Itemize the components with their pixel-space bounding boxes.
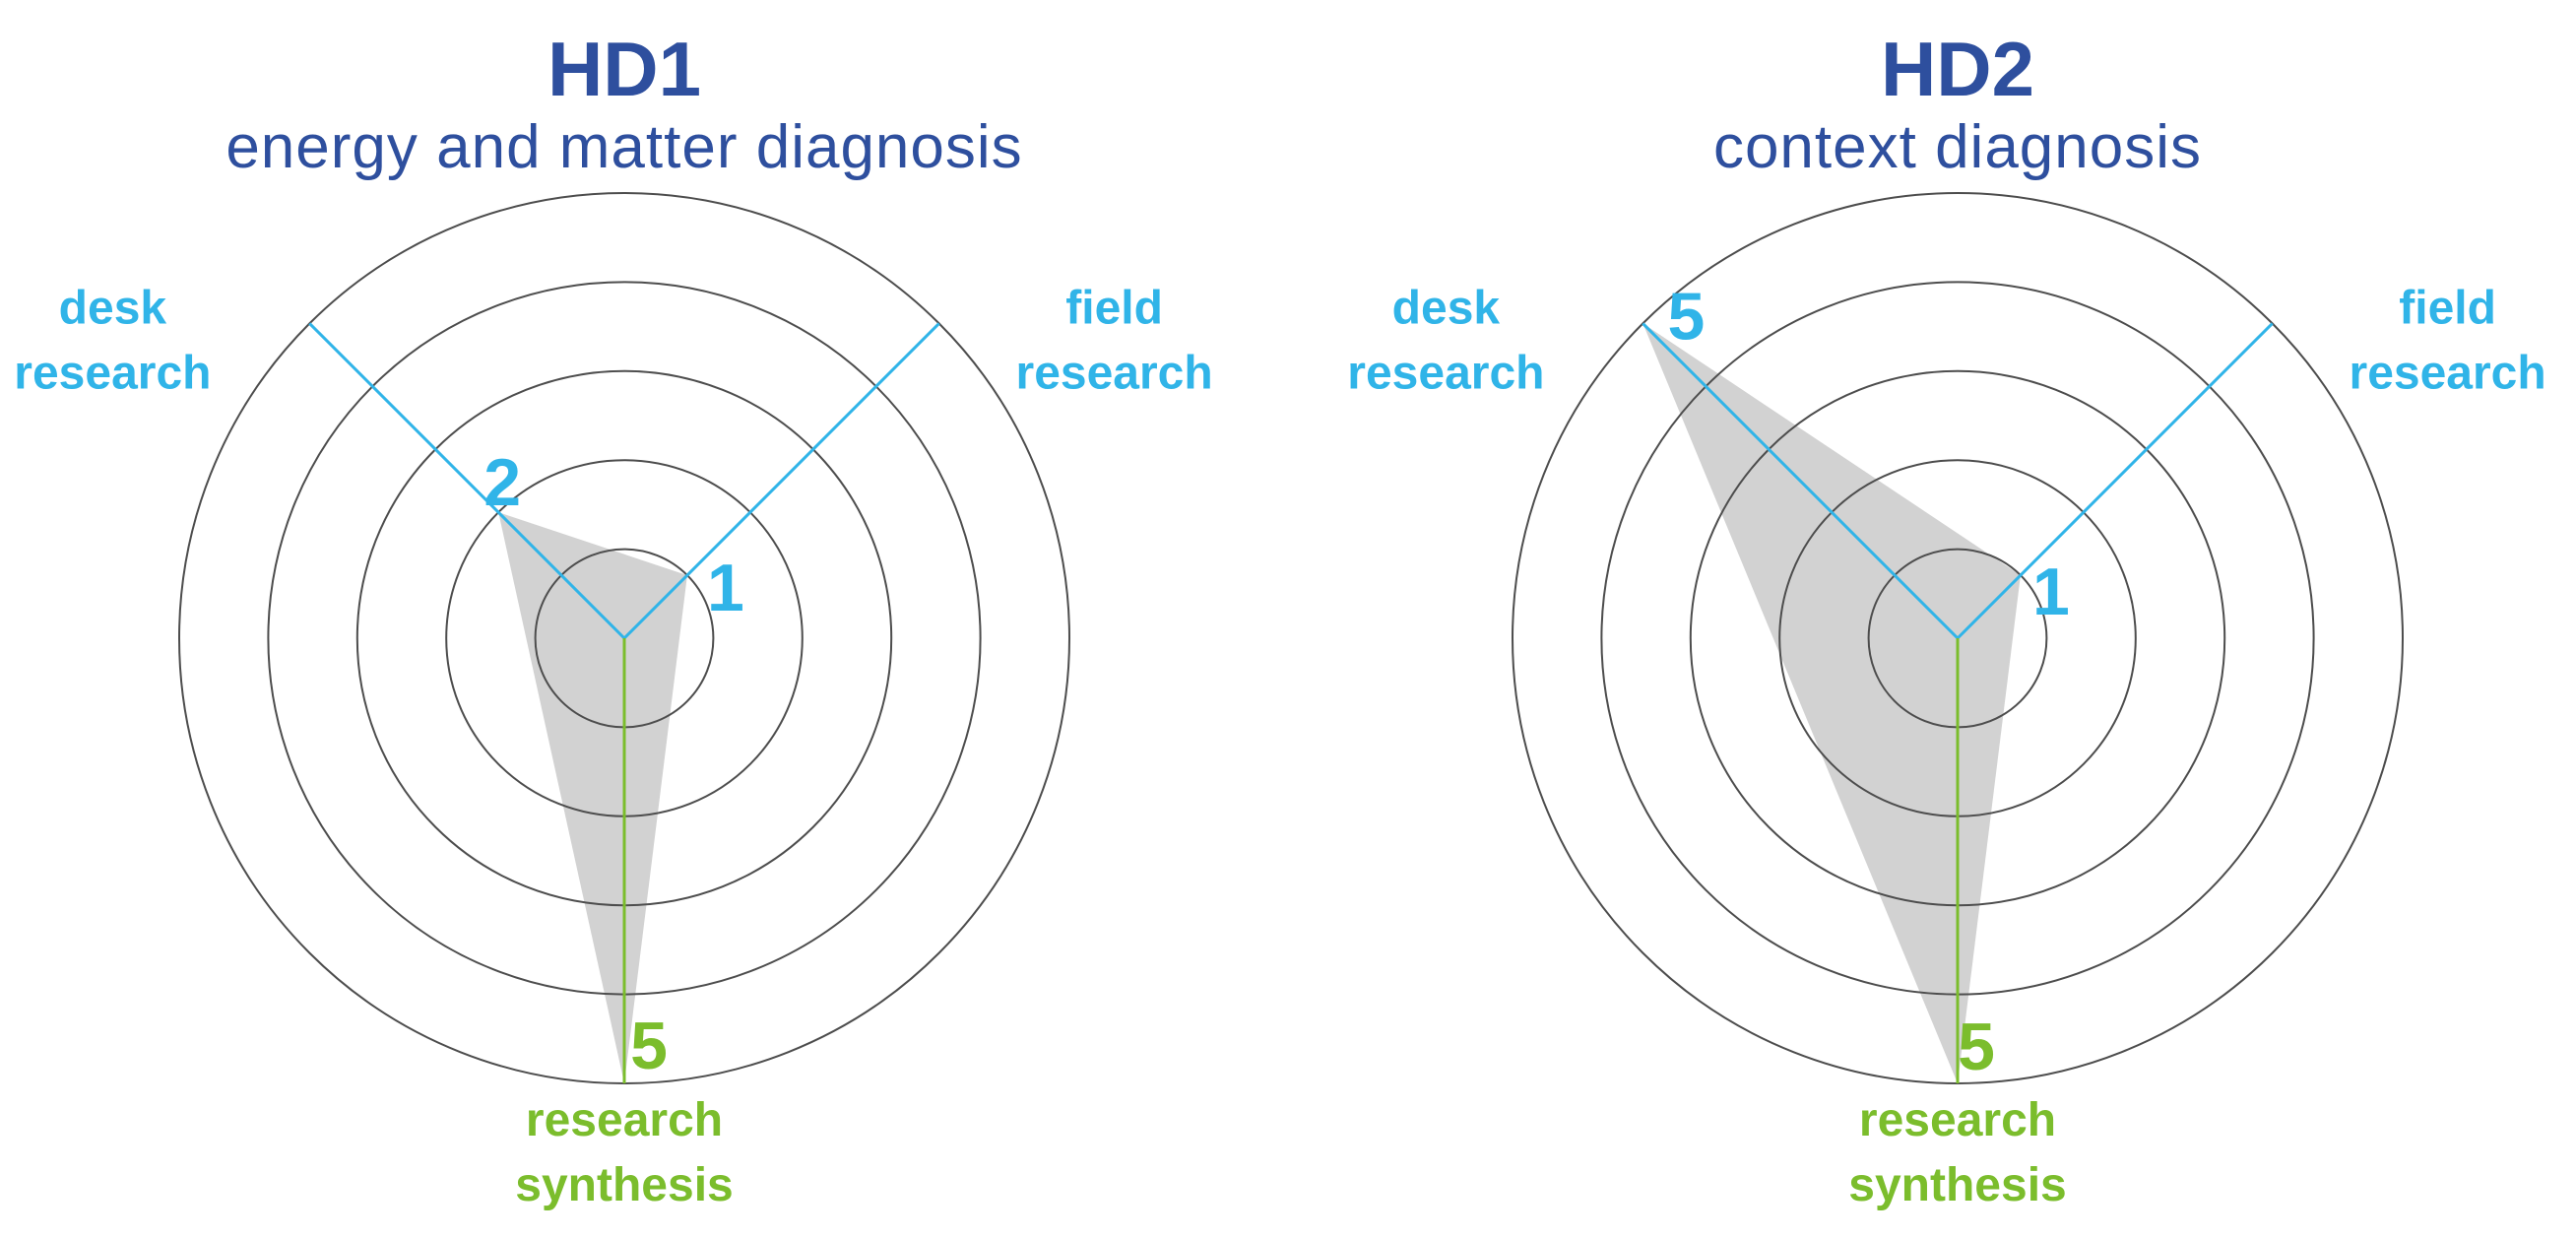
data-polygon xyxy=(498,512,687,1083)
chart-title: HD1 xyxy=(547,26,701,112)
axis-line-field-research xyxy=(1956,322,2274,640)
value-label-desk-research: 5 xyxy=(1667,279,1705,354)
axis-line-field-research xyxy=(622,322,940,640)
value-label-desk-research: 2 xyxy=(483,445,521,520)
chart-subtitle: energy and matter diagnosis xyxy=(225,113,1022,181)
value-label-research-synthesis: 5 xyxy=(1958,1010,1995,1084)
value-label-field-research: 1 xyxy=(707,551,744,625)
value-label-field-research: 1 xyxy=(2032,554,2070,629)
value-label-research-synthesis: 5 xyxy=(630,1009,668,1083)
axis-line-desk-research xyxy=(308,322,626,640)
data-polygon xyxy=(1642,323,2021,1083)
chart-title: HD2 xyxy=(1881,26,2034,112)
axis-line-desk-research xyxy=(1642,322,1960,640)
chart-subtitle: context diagnosis xyxy=(1713,113,2202,181)
